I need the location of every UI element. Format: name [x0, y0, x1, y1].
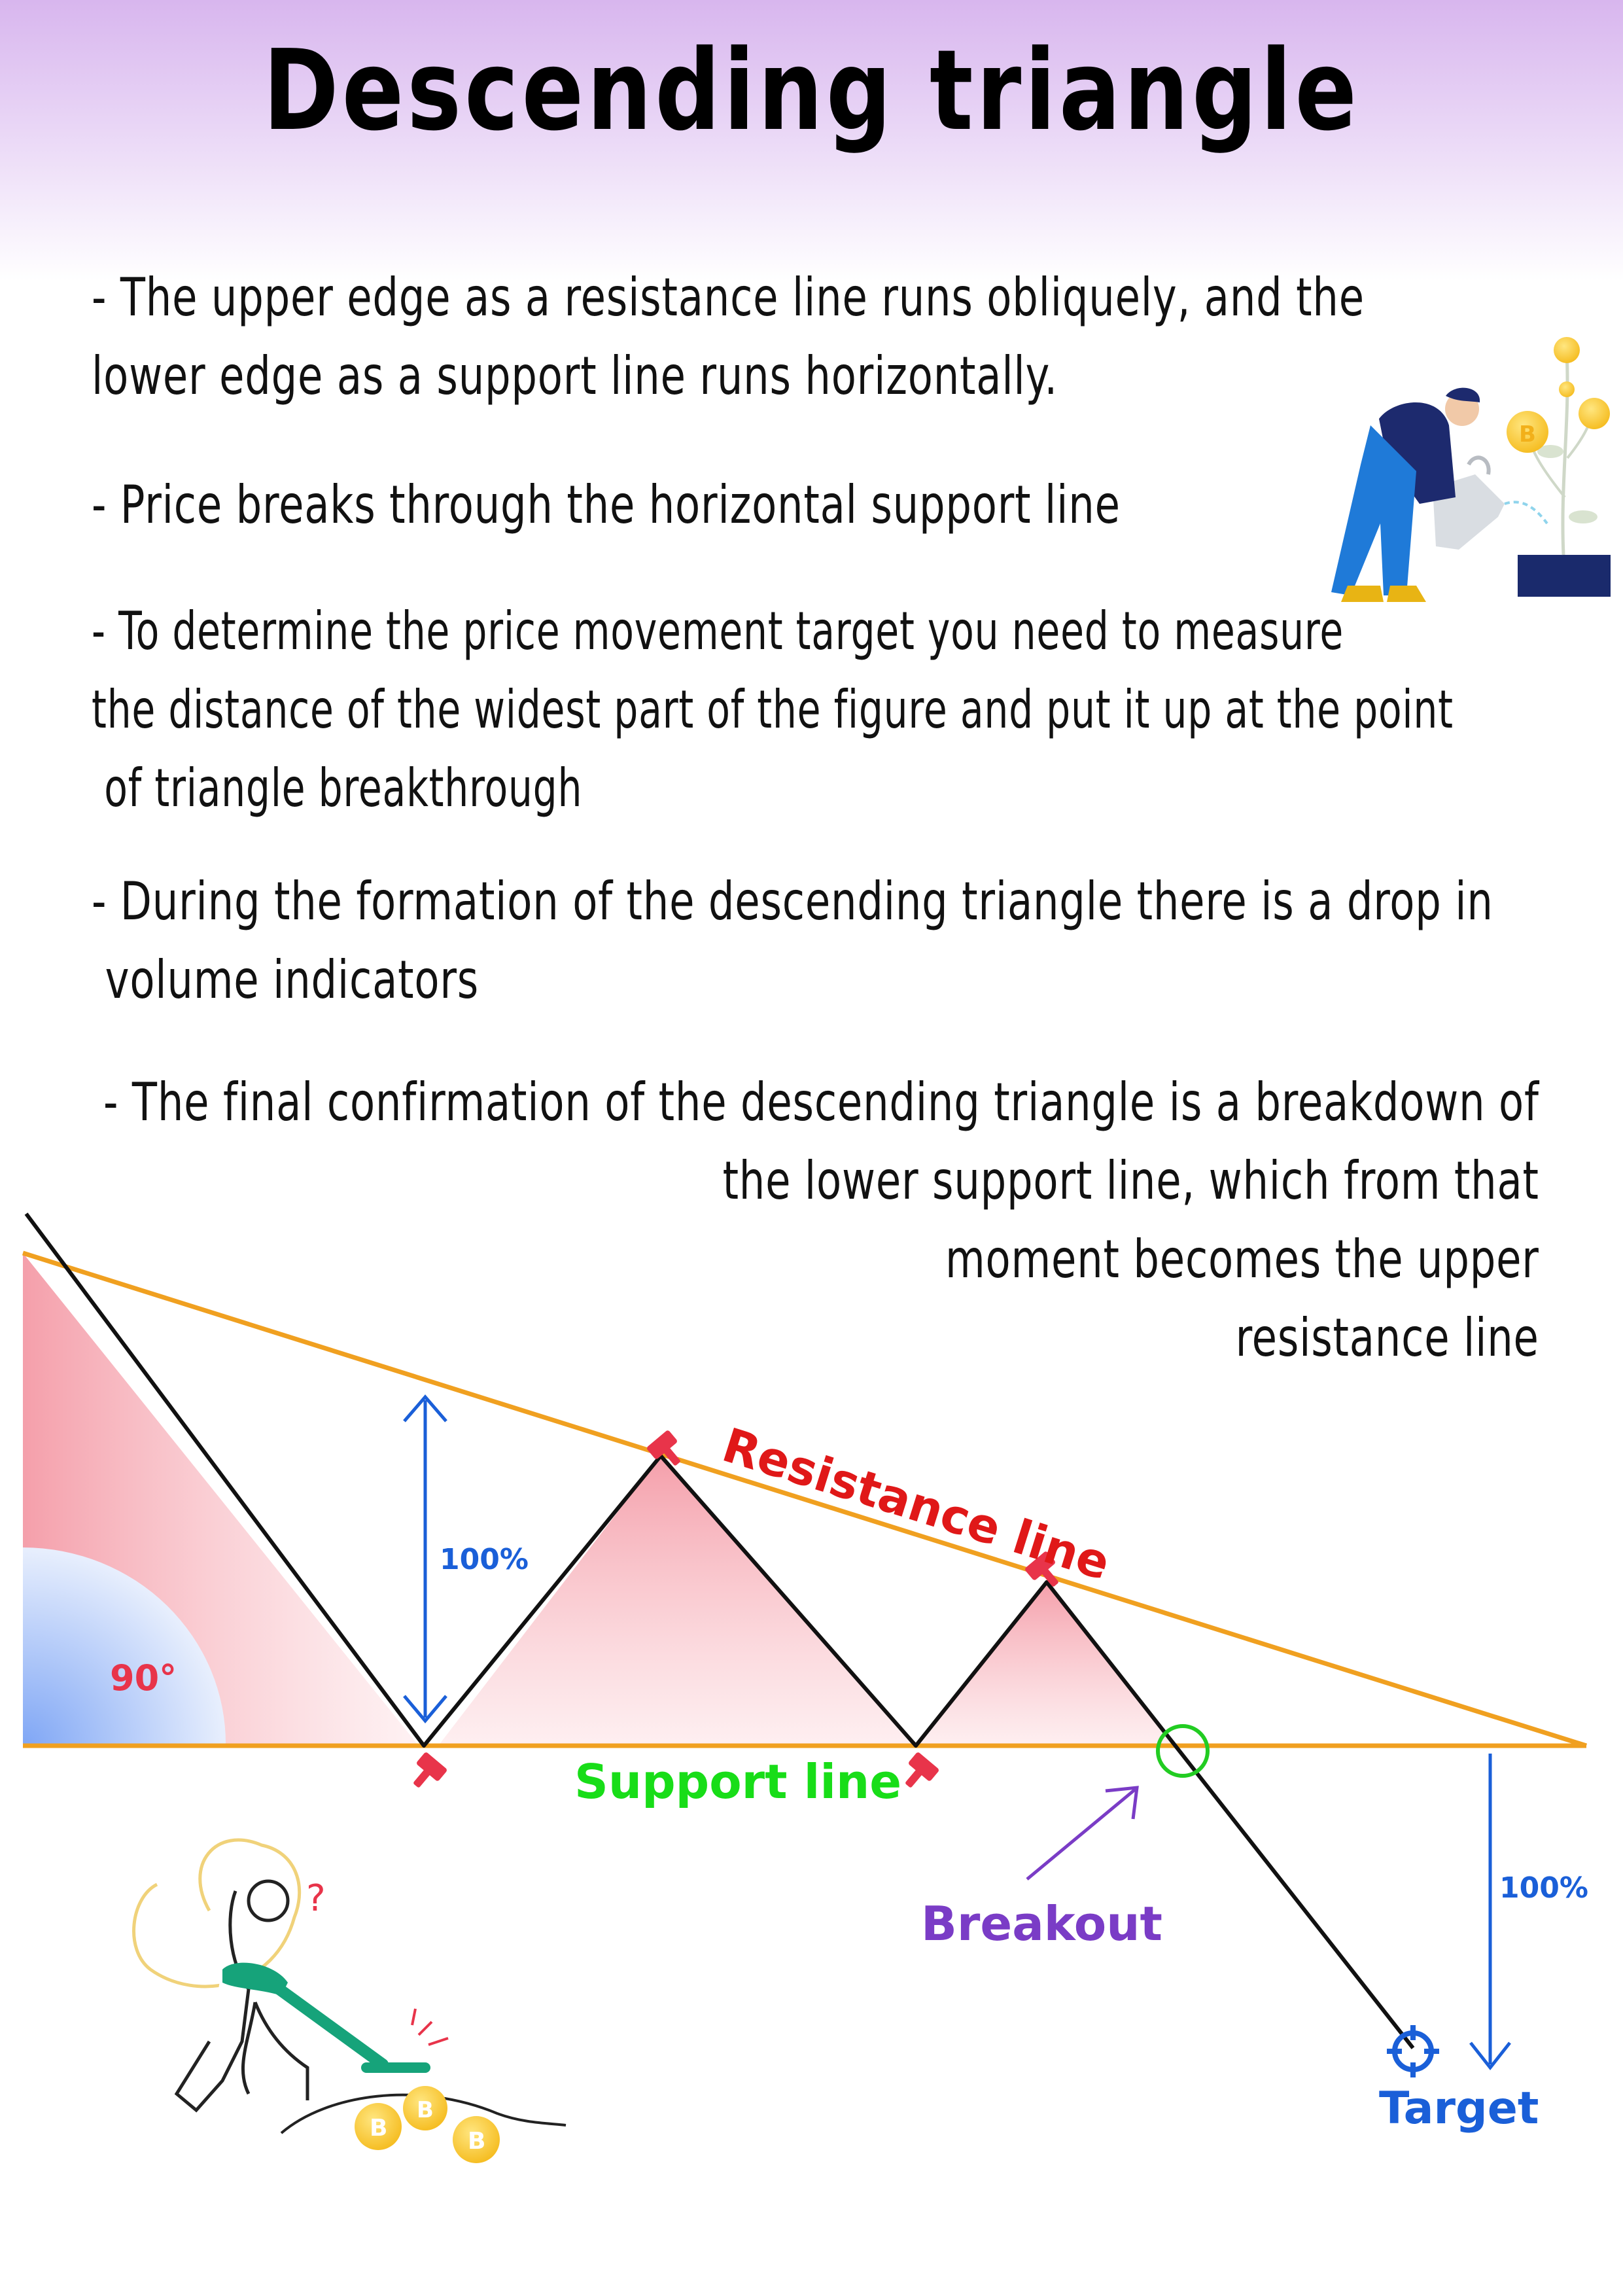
target-crosshair-icon	[1387, 2025, 1439, 2077]
svg-text:B: B	[370, 2115, 387, 2142]
resistance-line	[22, 1250, 1588, 1748]
projection-label: 100%	[1499, 1871, 1588, 1905]
height-label: 100%	[440, 1543, 529, 1576]
svg-text:B: B	[468, 2128, 485, 2155]
peak-fill-2	[916, 1582, 1178, 1746]
projection-measure-arrow	[1469, 1754, 1511, 2071]
angle-label: 90°	[110, 1657, 177, 1699]
svg-text:?: ?	[306, 1877, 326, 1920]
page-title: Descending triangle	[263, 26, 1360, 156]
breakout-label: Breakout	[921, 1896, 1162, 1951]
svg-text:B: B	[1519, 421, 1536, 448]
bullet-breaks: - Price breaks through the horizontal su…	[92, 474, 1121, 535]
breakout-arrow-icon	[1026, 1786, 1139, 1881]
gavel-icon	[896, 1751, 940, 1795]
svg-text:B: B	[417, 2097, 434, 2123]
bullet-volume: - During the formation of the descending…	[92, 871, 1493, 1010]
digging-person-illustration: ? B B B	[132, 1838, 567, 2163]
header-gradient	[0, 0, 1623, 281]
angle-arc	[23, 1547, 226, 1746]
resistance-label: Resistance line	[716, 1417, 1117, 1591]
support-label: Support line	[574, 1754, 901, 1809]
bullet-confirmation: - The final confirmation of the descendi…	[103, 1072, 1539, 1368]
price-line	[24, 1212, 1415, 2049]
breakout-circle-icon	[1156, 1724, 1210, 1778]
gavel-icon	[404, 1751, 448, 1795]
bullet-edges: - The upper edge as a resistance line ru…	[92, 267, 1365, 406]
peak-fill-1	[438, 1456, 916, 1746]
bullet-target: - To determine the price movement target…	[92, 601, 1454, 819]
height-measure-arrow	[403, 1394, 447, 1723]
target-label: Target	[1379, 2083, 1539, 2134]
watering-person-illustration: B	[1331, 337, 1611, 602]
